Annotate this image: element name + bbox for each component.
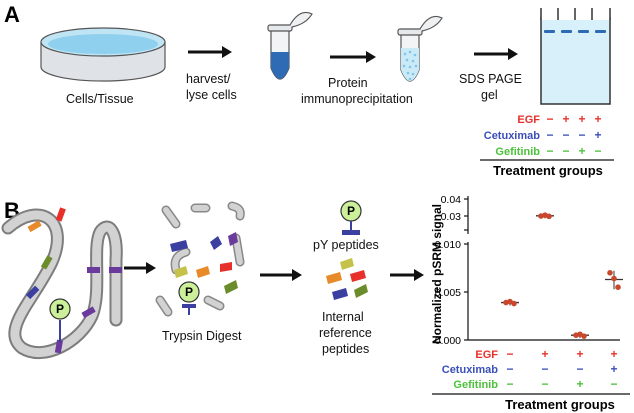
reference-peptides-icon [326,258,368,300]
data-point [546,213,552,220]
chart-marks [501,212,623,339]
phospho-badge-icon: P [49,298,71,342]
sign-cell: − [578,128,585,142]
sign-cell: − [576,362,583,376]
sign-cell: − [594,144,601,158]
p-badge-label: P [185,285,193,299]
sign-cell: − [506,362,513,376]
sign-cell: − [610,377,617,391]
sign-cell: − [562,144,569,158]
sign-cell: + [578,112,585,126]
gefitinib-row-label: Gefitinib [495,146,540,158]
sds-page-gel-icon [540,8,611,105]
arrow-icon [330,51,376,63]
sign-cell: − [541,377,548,391]
y-tick-label: 0.000 [435,335,461,347]
sign-cell: + [562,112,569,126]
treatment-groups-title: Treatment groups [493,163,603,178]
sign-cell: + [610,362,617,376]
treatment-groups-title: Treatment groups [505,397,615,412]
harvest-label: harvest/ [186,72,231,86]
sign-cell: + [576,377,583,391]
internal-label: Internal [322,310,364,324]
sign-cell: − [546,112,553,126]
gefitinib-row-label: Gefitinib [453,379,498,391]
y-tick-label: 0.005 [435,287,461,299]
lyse-cells-label: lyse cells [186,88,237,102]
y-axis-title: Normalized pSRM signal [430,204,444,344]
tube-with-cells-icon [267,11,313,80]
arrow-icon [474,48,518,60]
sign-cell: + [594,112,601,126]
cetuximab-row-label: Cetuximab [484,130,541,142]
data-point [511,300,517,307]
egf-row-label: EGF [475,349,498,361]
psrm-scatter-chart: Normalized pSRM signal 0.04 0.03 0.010 0… [430,194,623,347]
data-point [611,275,617,282]
arrow-icon [124,262,156,274]
data-point [607,270,613,276]
sign-cell: + [576,347,583,361]
sign-cell: − [541,362,548,376]
p-badge-label: P [56,302,64,316]
sign-cell: + [594,128,601,142]
sign-cell: − [562,128,569,142]
trypsin-digest-label: Trypsin Digest [162,329,242,343]
sign-cell: + [578,144,585,158]
py-peptides-label: pY peptides [313,238,379,252]
panel-a-letter: A [4,2,20,27]
panel-b-treatment-table: EGF Cetuximab Gefitinib − + + + − − − + … [432,347,630,412]
phospho-badge-icon: P [178,281,200,315]
y-tick-label: 0.010 [435,239,461,251]
immunoprecipitation-label: immunoprecipitation [301,92,413,106]
sign-cell: − [546,128,553,142]
sds-page-label: SDS PAGE [459,72,522,86]
arrow-icon [390,269,424,281]
y-tick-label: 0.04 [441,194,462,206]
data-point [615,284,621,291]
reference-label: reference [319,326,372,340]
sign-cell: − [506,377,513,391]
egf-row-label: EGF [517,114,540,126]
sign-cell: − [506,347,513,361]
y-axis-title-line1: Normalized pSRM signal [430,204,444,344]
cells-tissue-label: Cells/Tissue [66,92,134,106]
tube-with-beads-icon [397,15,443,82]
protein-strand-icon [1,207,123,360]
sign-cell: + [610,347,617,361]
sign-cell: − [546,144,553,158]
gel-label: gel [481,88,498,102]
peptide-fragments-icon [155,201,245,317]
y-tick-label: 0.03 [441,211,462,223]
p-badge-label: P [347,204,355,218]
data-point [581,333,587,339]
py-peptide-icon: P [340,200,362,235]
sign-cell: + [541,347,548,361]
panel-a-treatment-table: EGF Cetuximab Gefitinib − + + + − − − + … [480,112,614,178]
cetuximab-row-label: Cetuximab [442,364,499,376]
petri-dish-icon [40,27,166,82]
y-ticks [464,198,468,341]
arrow-icon [188,46,232,58]
protein-label: Protein [328,76,368,90]
peptides-label: peptides [322,342,369,356]
arrow-icon [260,269,302,281]
